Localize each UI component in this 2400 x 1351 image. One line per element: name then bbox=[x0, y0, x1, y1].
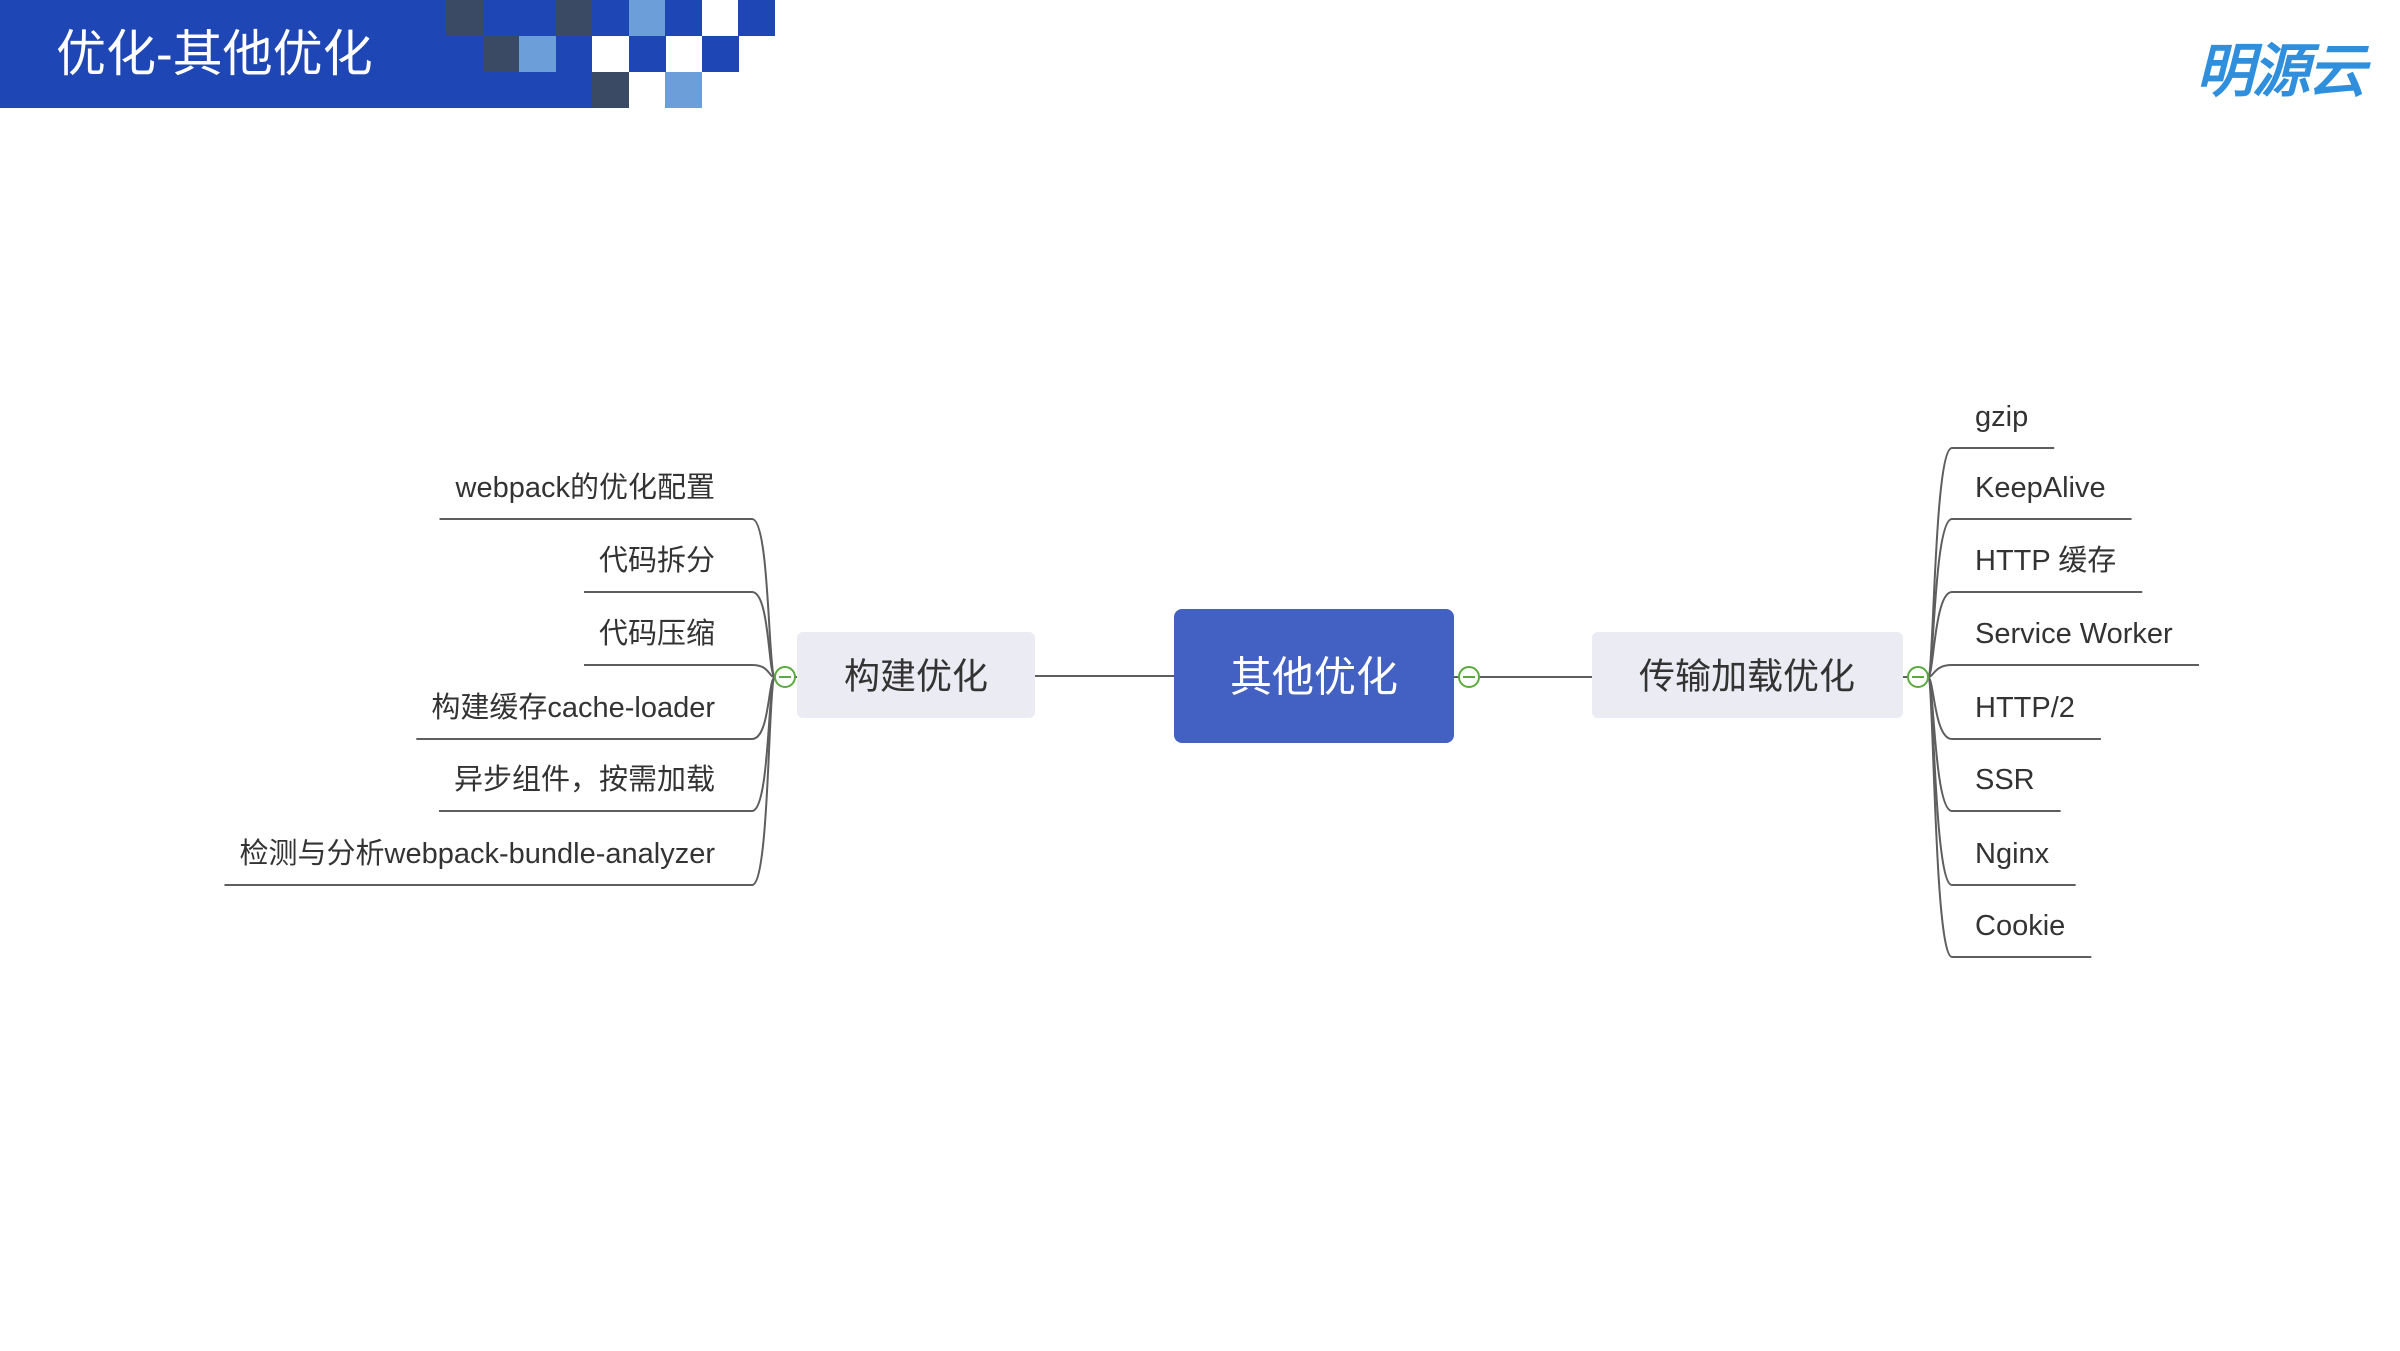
pattern-square bbox=[702, 36, 739, 72]
leaf-label: SSR bbox=[1975, 764, 2035, 796]
leaf-connector bbox=[224, 676, 776, 886]
leaf-node: HTTP 缓存 bbox=[1927, 544, 2143, 678]
collapse-toggle-left[interactable] bbox=[774, 666, 796, 688]
leaf-label: Cookie bbox=[1975, 910, 2065, 942]
pattern-square bbox=[629, 0, 666, 36]
leaf-label: HTTP 缓存 bbox=[1975, 544, 2116, 577]
leaf-connector bbox=[1927, 518, 2132, 678]
collapse-toggle-root[interactable] bbox=[1458, 666, 1480, 688]
leaf-node: Service Worker bbox=[1927, 618, 2200, 678]
root-node-label: 其他优化 bbox=[1230, 654, 1398, 701]
leaf-node: 构建缓存cache-loader bbox=[416, 676, 776, 740]
leaf-node: 检测与分析webpack-bundle-analyzer bbox=[224, 676, 776, 886]
pattern-square bbox=[519, 36, 556, 72]
leaf-node: Cookie bbox=[1927, 676, 2092, 958]
leaf-node: 异步组件，按需加载 bbox=[438, 676, 776, 812]
leaf-label: 构建缓存cache-loader bbox=[431, 691, 715, 724]
leaf-label: 代码拆分 bbox=[599, 544, 715, 577]
leaf-node: 代码压缩 bbox=[583, 617, 776, 678]
pattern-square bbox=[483, 36, 520, 72]
leaf-label: KeepAlive bbox=[1975, 472, 2106, 504]
leaf-label: HTTP/2 bbox=[1975, 692, 2075, 724]
leaf-label: gzip bbox=[1975, 401, 2028, 433]
pattern-square bbox=[665, 72, 702, 108]
branch-node-right: 传输加载优化 bbox=[1592, 632, 1903, 718]
pattern-square bbox=[556, 0, 593, 36]
leaf-node: HTTP/2 bbox=[1927, 676, 2101, 740]
leaf-connector bbox=[1927, 664, 2200, 678]
pattern-square bbox=[738, 0, 775, 36]
leaf-connector bbox=[583, 664, 776, 678]
leaf-label: webpack的优化配置 bbox=[455, 471, 715, 504]
leaf-node: 代码拆分 bbox=[583, 544, 776, 678]
branch-node-box bbox=[797, 632, 1035, 718]
leaf-connector bbox=[439, 518, 776, 678]
branch-node-label: 构建优化 bbox=[844, 656, 988, 697]
leaf-connector bbox=[1927, 676, 2092, 958]
leaf-label: Nginx bbox=[1975, 838, 2050, 870]
branch-node-label: 传输加载优化 bbox=[1639, 656, 1855, 697]
pattern-square bbox=[629, 36, 666, 72]
leaf-node: webpack的优化配置 bbox=[439, 471, 776, 678]
root-node-box bbox=[1174, 609, 1454, 743]
branch-node-left: 构建优化 bbox=[797, 632, 1035, 718]
leaf-label: 代码压缩 bbox=[599, 617, 715, 650]
pattern-square bbox=[446, 0, 483, 36]
collapse-toggle-right[interactable] bbox=[1907, 666, 1929, 688]
brand-logo: 明源云 bbox=[2196, 39, 2366, 104]
pattern-square bbox=[665, 0, 702, 36]
branch-node-box bbox=[1592, 632, 1903, 718]
leaf-label: Service Worker bbox=[1975, 618, 2173, 650]
page-title: 优化-其他优化 bbox=[56, 26, 373, 82]
leaf-label: 异步组件，按需加载 bbox=[454, 763, 715, 796]
pattern-square bbox=[592, 72, 629, 108]
root-node: 其他优化 bbox=[1174, 609, 1454, 743]
leaf-connector bbox=[583, 591, 776, 678]
leaf-label: 检测与分析webpack-bundle-analyzer bbox=[240, 837, 716, 870]
leaf-node: KeepAlive bbox=[1927, 472, 2132, 678]
pattern-square bbox=[592, 0, 629, 36]
leaf-connector bbox=[1927, 591, 2143, 678]
